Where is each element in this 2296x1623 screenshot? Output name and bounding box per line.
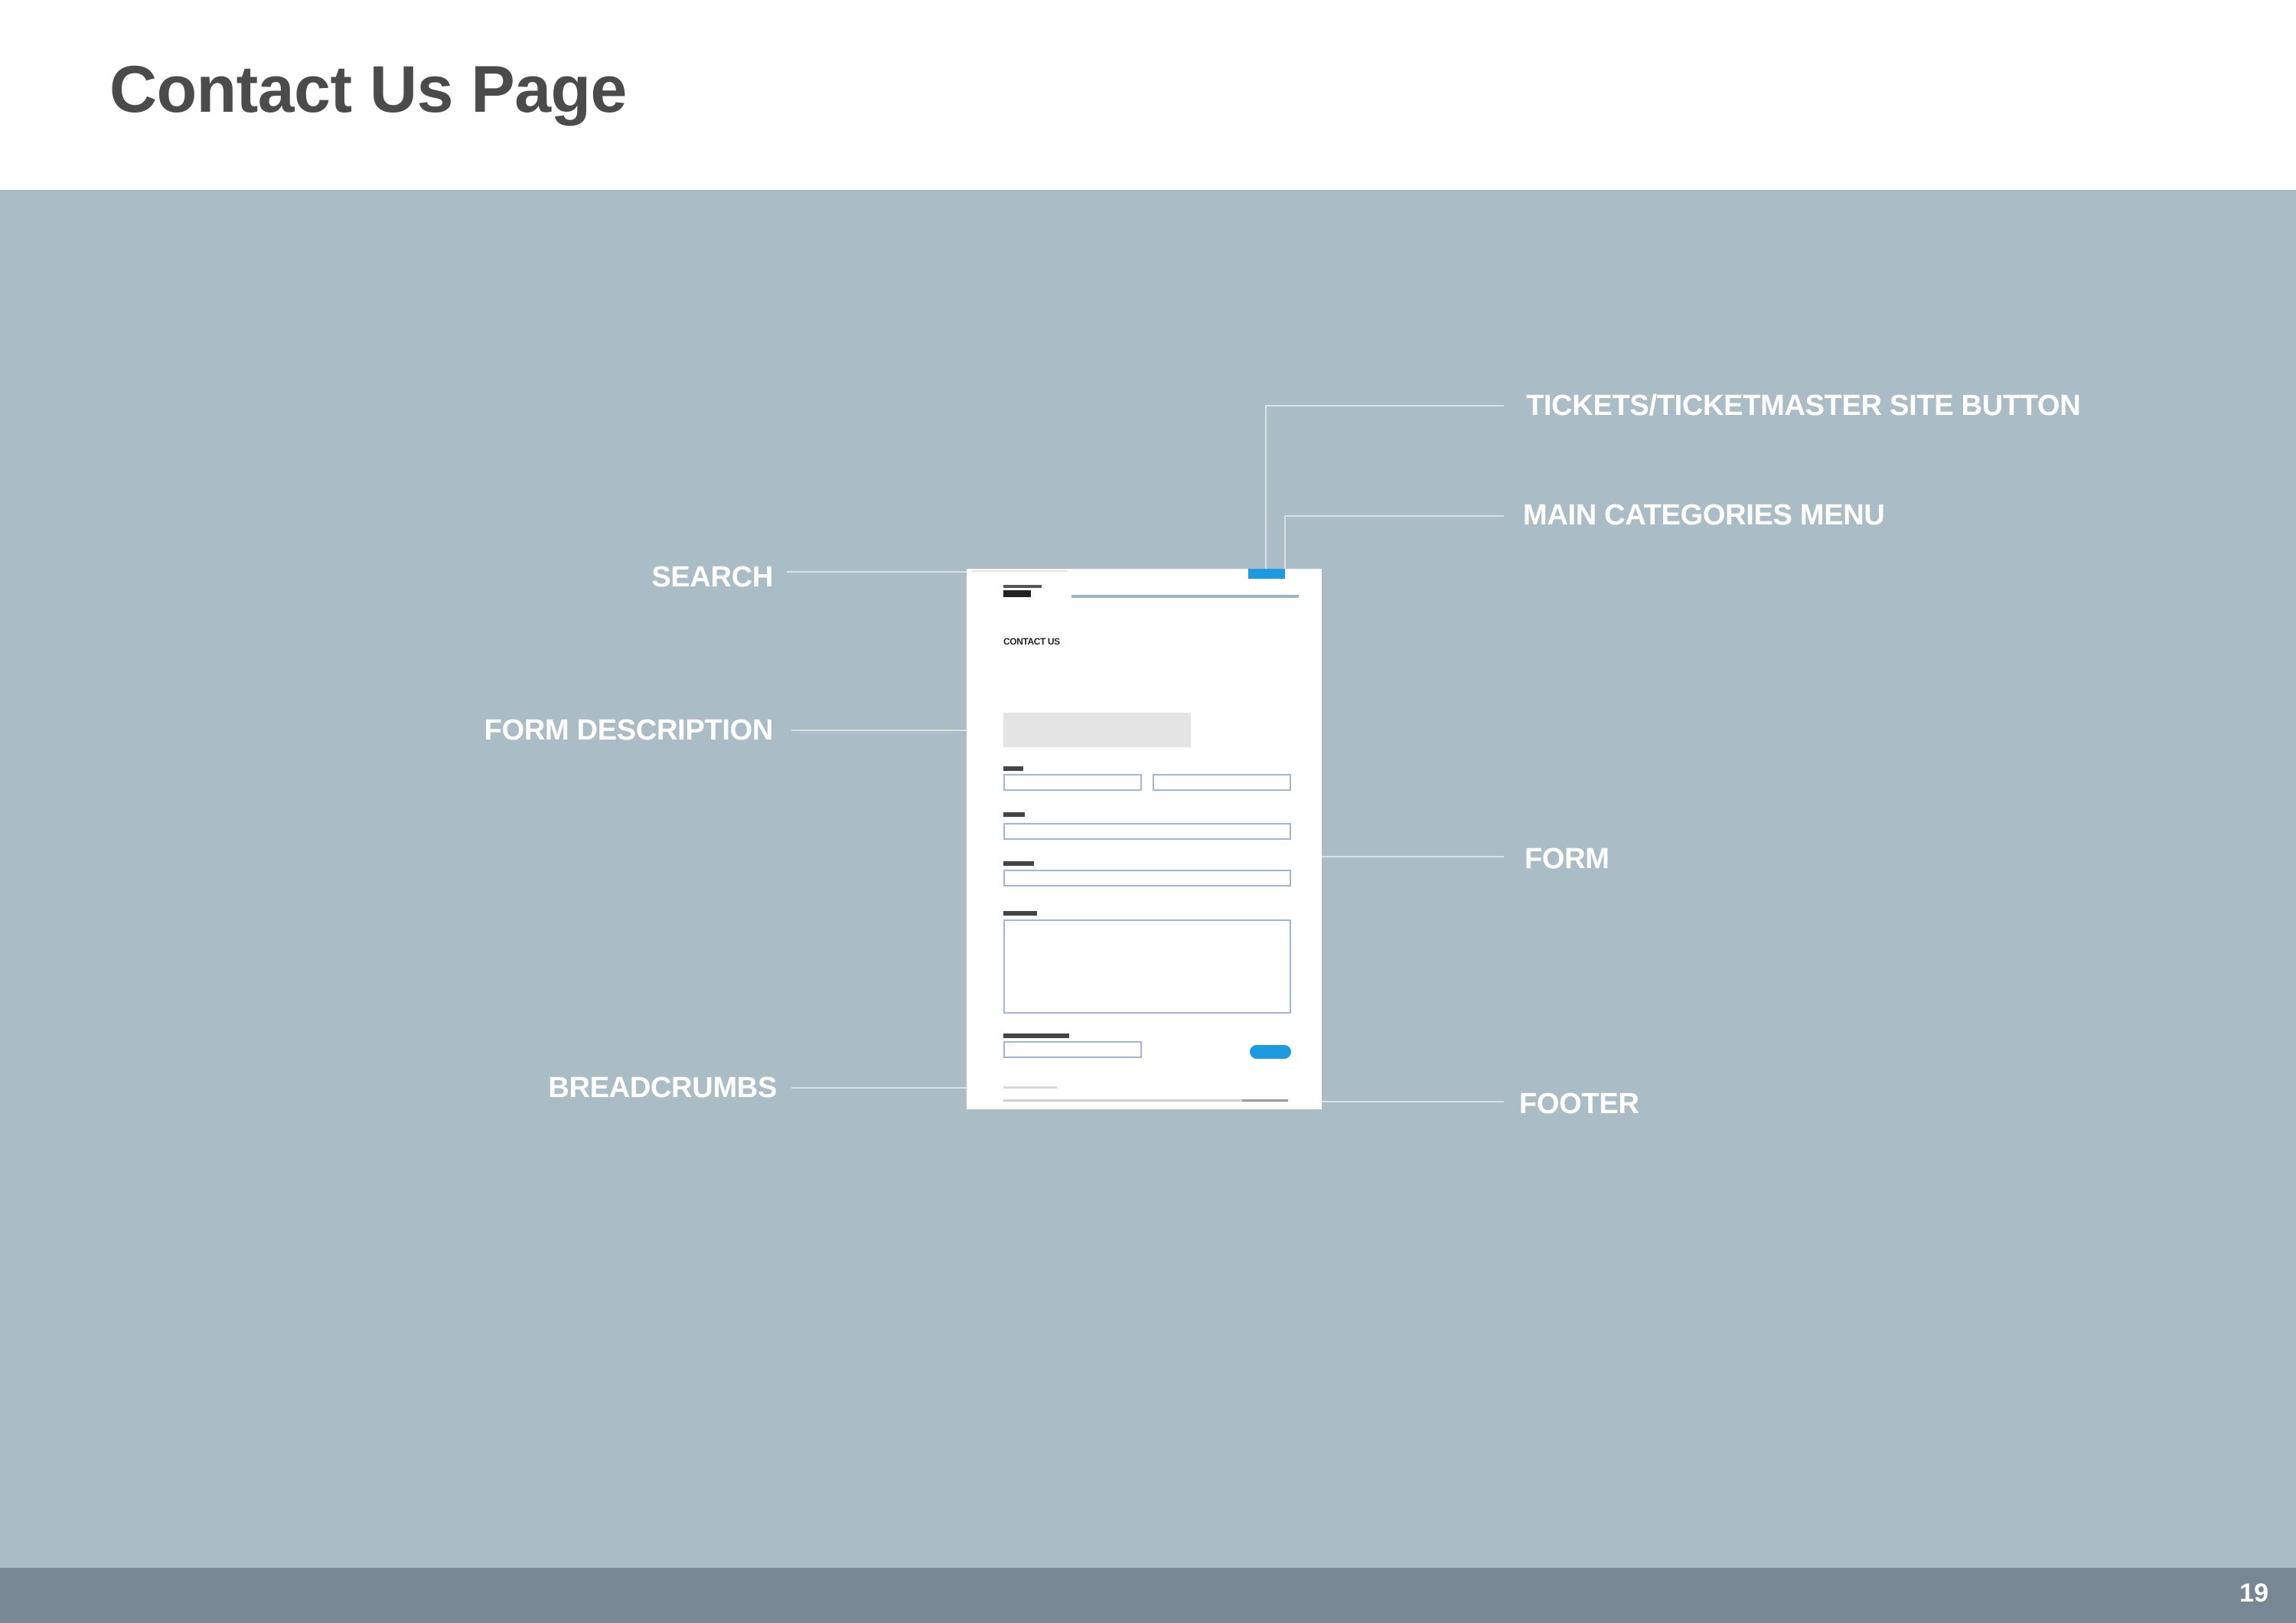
slide-title: Contact Us Page [109,53,627,126]
wire-name-label [1003,766,1023,771]
callout-form-description: FORM DESCRIPTION [484,714,774,746]
connector-menu-horizontal [1284,515,1504,517]
connector-form-description [791,730,1010,731]
contact-page-wireframe: CONTACT US [967,569,1322,1109]
wire-message-field [1003,919,1291,1014]
wire-send-button [1250,1045,1291,1059]
wire-first-name-field [1003,774,1142,791]
callout-form: FORM [1525,843,1609,875]
connector-footer [1255,1101,1504,1102]
wire-subject-field [1003,870,1291,887]
connector-breadcrumbs [791,1087,1053,1089]
callout-main-categories-menu: MAIN CATEGORIES MENU [1523,499,1885,531]
wire-form-description [1003,713,1191,747]
wire-main-categories-menu [1071,595,1299,598]
callout-breadcrumbs: BREADCRUMBS [548,1072,777,1104]
wire-message-label [1003,911,1037,916]
connector-tickets-vertical [1265,405,1267,571]
connector-tickets-horizontal [1265,405,1504,407]
connector-menu-vertical [1284,515,1286,599]
wire-subject-label [1003,861,1034,866]
wire-logo [1003,590,1031,597]
wire-captcha-label [1003,1034,1069,1038]
wire-tickets-button [1248,569,1285,579]
callout-footer: FOOTER [1519,1088,1639,1120]
page-number: 19 [2239,1579,2268,1608]
wire-search-field [972,570,1068,572]
wire-captcha-field [1003,1041,1142,1058]
callout-search: SEARCH [651,561,773,593]
slide-footer-bar [0,1568,2296,1623]
wire-email-field [1003,823,1291,840]
wire-logo-top [1003,585,1042,588]
wire-breadcrumbs [1003,1086,1057,1089]
connector-form [1186,856,1504,857]
slide-header: Contact Us Page [0,0,2296,190]
wire-last-name-field [1153,774,1291,791]
wire-page-heading: CONTACT US [1003,636,1060,647]
wire-footer-links [1242,1099,1288,1102]
wire-footer [1003,1099,1288,1102]
connector-search [787,571,1071,573]
wire-email-label [1003,812,1025,817]
callout-tickets-button: TICKETS/TICKETMASTER SITE BUTTON [1526,390,2081,422]
